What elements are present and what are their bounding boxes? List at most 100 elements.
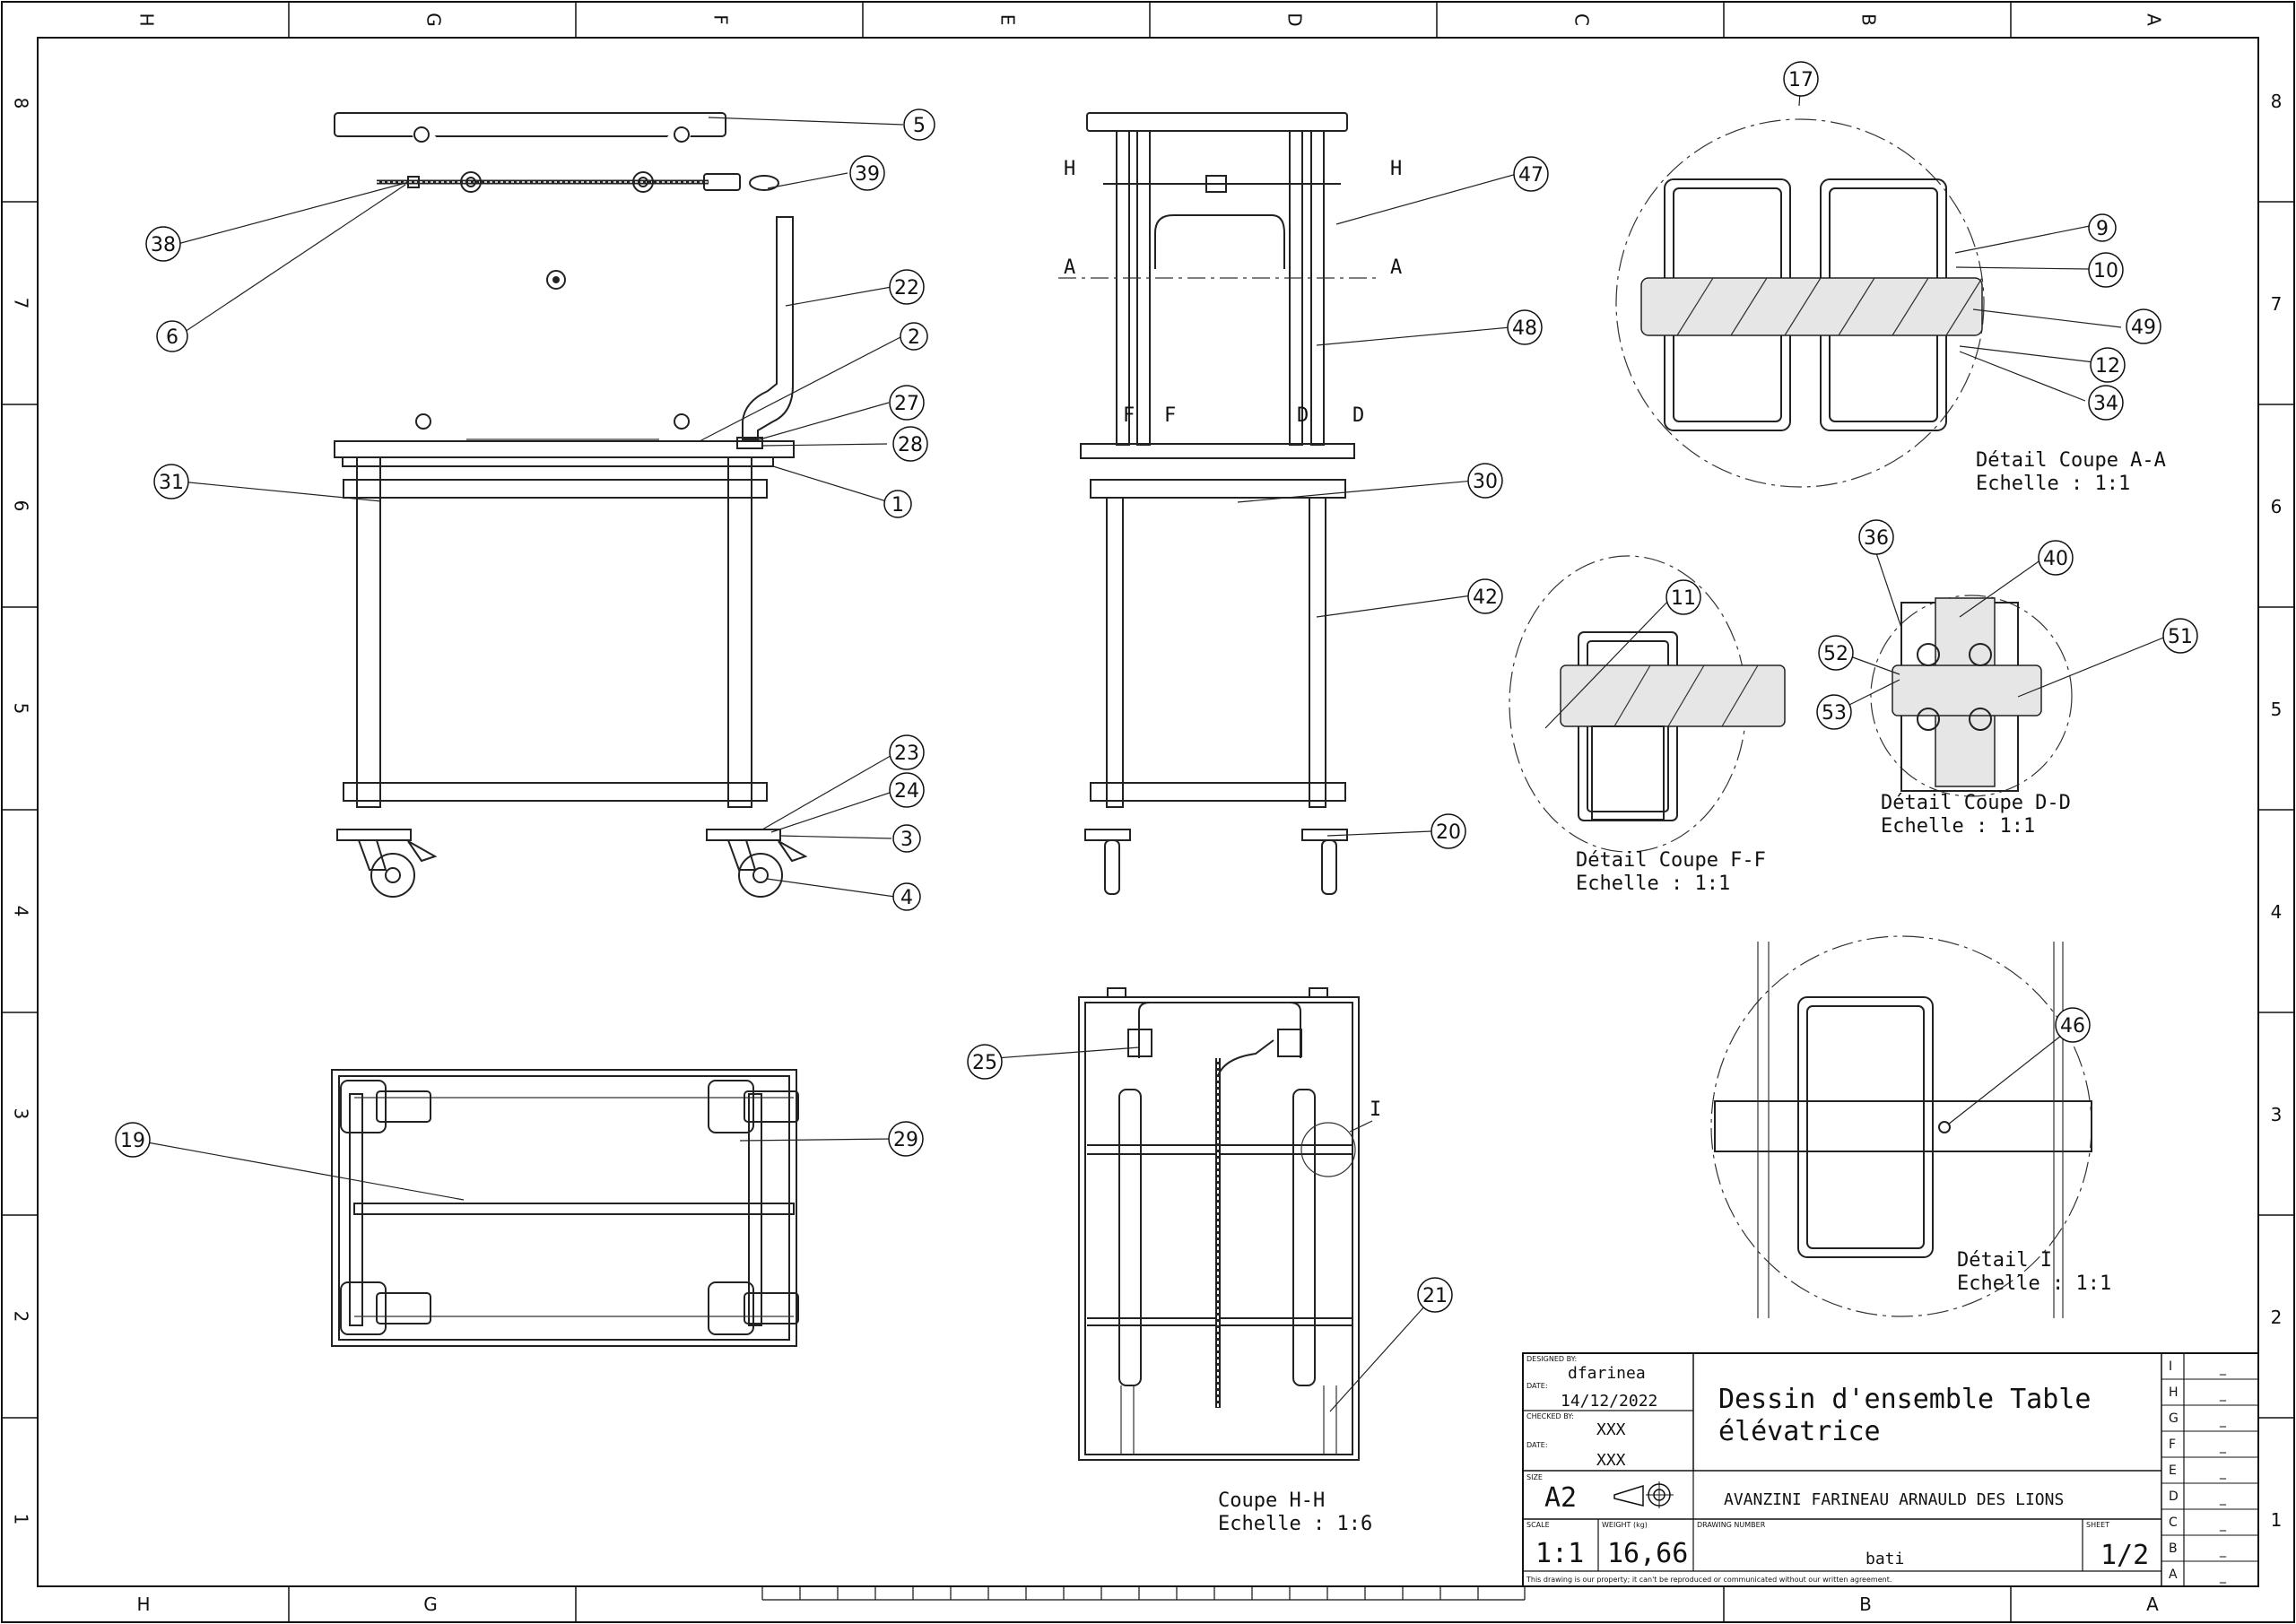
date-value: 14/12/2022: [1561, 1392, 1657, 1411]
right-row-3: 3: [2271, 1104, 2283, 1125]
rev-value-g: _: [2219, 1413, 2227, 1428]
top-zone-e: E: [997, 14, 1019, 26]
revision-table: I _ H _ G _ F _ E _ D _ C _ B _ A _: [2161, 1359, 2258, 1584]
top-zone-b: B: [1858, 13, 1880, 26]
svg-text:4: 4: [900, 887, 913, 909]
svg-text:10: 10: [2093, 260, 2118, 282]
left-row-labels: 8 7 6 5 4 3 2 1: [11, 98, 32, 1525]
top-view: [331, 1069, 799, 1347]
balloon-42: 42: [1467, 578, 1503, 614]
svg-text:17: 17: [1788, 69, 1813, 91]
balloon-28: 28: [892, 426, 928, 462]
svg-text:31: 31: [159, 472, 184, 494]
detail-ff-title: Détail Coupe F-F: [1576, 849, 1766, 872]
svg-text:47: 47: [1518, 164, 1544, 187]
balloon-53: 53: [1816, 694, 1852, 730]
detail-ff: Détail Coupe F-F Echelle : 1:1: [1509, 555, 1786, 895]
bottom-zone-labels: H G B A: [136, 1594, 2159, 1615]
rev-letter-h: H: [2169, 1385, 2179, 1400]
detail-aa: Détail Coupe A-A Echelle : 1:1: [1615, 118, 2166, 495]
svg-text:48: 48: [1512, 317, 1537, 340]
balloon-21: 21: [1417, 1277, 1453, 1313]
rev-value-a: _: [2219, 1569, 2227, 1584]
front-view: [334, 112, 808, 898]
right-row-6: 6: [2271, 496, 2283, 517]
svg-text:53: 53: [1822, 702, 1847, 725]
size-label: SIZE: [1526, 1473, 1543, 1481]
balloon-3: 3: [892, 824, 921, 853]
section-mark-f1: F: [1123, 404, 1135, 427]
svg-text:24: 24: [894, 780, 919, 803]
balloon-30: 30: [1467, 463, 1503, 499]
right-row-1: 1: [2271, 1509, 2283, 1531]
authors: AVANZINI FARINEAU ARNAULD DES LIONS: [1724, 1490, 2064, 1509]
section-mark-a-right: A: [1390, 256, 1402, 279]
side-row-ticks: [2, 201, 2294, 1419]
balloon-2: 2: [900, 322, 928, 351]
left-row-5: 5: [11, 703, 32, 715]
svg-text:1: 1: [891, 494, 904, 517]
rev-value-f: _: [2219, 1439, 2227, 1454]
svg-text:9: 9: [2096, 218, 2109, 240]
right-row-2: 2: [2271, 1307, 2283, 1328]
svg-text:46: 46: [2060, 1015, 2085, 1038]
balloon-22: 22: [889, 269, 925, 305]
rev-value-h: _: [2219, 1387, 2227, 1402]
balloon-40: 40: [2038, 540, 2074, 576]
balloon-39: 39: [849, 155, 885, 191]
left-row-7: 7: [11, 298, 32, 309]
right-row-8: 8: [2271, 91, 2283, 112]
right-row-labels: 8 7 6 5 4 3 2 1: [2271, 91, 2283, 1531]
left-row-4: 4: [11, 906, 32, 917]
bottom-zone-h: H: [136, 1594, 150, 1615]
section-mark-a-left: A: [1064, 256, 1075, 279]
designed-by-value: dfarinea: [1568, 1364, 1646, 1383]
drawing-number-value: bati: [1866, 1550, 1904, 1568]
left-row-3: 3: [11, 1108, 32, 1120]
section-hh-view: I Coupe H-H Echelle : 1:6: [1078, 987, 1381, 1535]
svg-text:11: 11: [1671, 587, 1696, 610]
scale-label: SCALE: [1526, 1521, 1550, 1529]
top-zone-d: D: [1284, 13, 1306, 26]
svg-text:39: 39: [855, 163, 880, 186]
balloon-23: 23: [889, 734, 925, 770]
svg-text:27: 27: [894, 393, 919, 415]
detail-ff-scale: Echelle : 1:1: [1576, 873, 1730, 895]
left-row-1: 1: [11, 1514, 32, 1525]
section-mark-d1: D: [1297, 404, 1309, 427]
title-block: DESIGNED BY: dfarinea DATE: 14/12/2022 C…: [1522, 1352, 2259, 1587]
top-zone-c: C: [1571, 13, 1593, 26]
balloon-4: 4: [892, 882, 921, 911]
size-value: A2: [1544, 1482, 1577, 1514]
sheet-label: SHEET: [2086, 1521, 2109, 1529]
svg-text:21: 21: [1422, 1285, 1448, 1307]
rev-letter-g: G: [2169, 1411, 2179, 1426]
balloon-47: 47: [1513, 156, 1549, 192]
title-line-1: Dessin d'ensemble Table: [1718, 1384, 2091, 1415]
weight-value: 16,66: [1607, 1538, 1688, 1569]
balloon-9: 9: [2088, 213, 2117, 242]
section-hh-title: Coupe H-H: [1218, 1489, 1325, 1512]
detail-dd-title: Détail Coupe D-D: [1881, 792, 2071, 814]
bottom-zone-a: A: [2146, 1594, 2159, 1615]
detail-i-title: Détail I: [1957, 1249, 2052, 1272]
svg-text:5: 5: [913, 115, 926, 137]
balloon-52: 52: [1818, 635, 1854, 671]
svg-text:2: 2: [908, 326, 920, 349]
rev-letter-e: E: [2169, 1463, 2177, 1478]
detail-i-scale: Echelle : 1:1: [1957, 1272, 2111, 1295]
balloon-29: 29: [888, 1121, 924, 1157]
balloon-27: 27: [889, 385, 925, 421]
top-zone-f: F: [710, 14, 732, 25]
detail-aa-scale: Echelle : 1:1: [1976, 473, 2130, 495]
svg-text:3: 3: [900, 829, 913, 851]
svg-text:12: 12: [2095, 355, 2120, 378]
svg-text:30: 30: [1473, 471, 1498, 493]
balloon-25: 25: [967, 1044, 1003, 1080]
section-hh-scale: Echelle : 1:6: [1218, 1513, 1372, 1535]
balloon-6: 6: [156, 320, 188, 352]
rev-value-e: _: [2219, 1465, 2227, 1480]
svg-text:25: 25: [972, 1052, 997, 1074]
